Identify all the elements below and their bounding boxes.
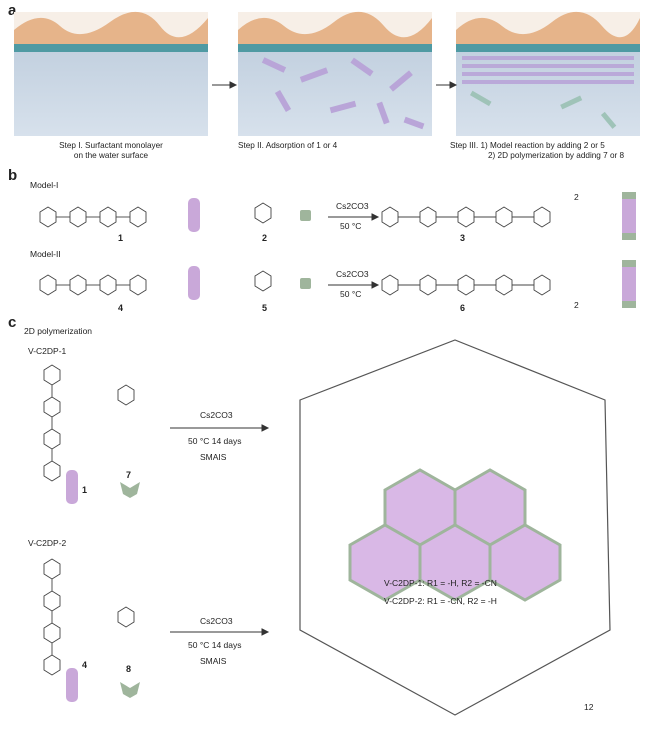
honeycomb-illustration [348,468,562,602]
model1-label: Model-I [30,180,59,190]
monomer-8-ring [117,606,135,628]
v1-definition: V-C2DP-1: R1 = -H, R2 = -CN [384,578,497,588]
reagent-c2: Cs2CO3 [200,616,233,626]
step2-caption: Step II. Adsorption of 1 or 4 [238,141,338,150]
tripod-7 [120,482,140,498]
panel-c-scheme [43,339,611,716]
panel-c-title: 2D polymerization [24,326,93,336]
panel-a-label: a [8,2,17,19]
panel-a-illustration [14,11,640,136]
smais-c1: SMAIS [200,452,227,462]
step1-text: Step I. Surfactant monolayer [59,141,163,150]
step3-caption: Step III. 1) Model reaction by adding 2 … [450,141,646,161]
step1-caption: Step I. Surfactant monolayer on the wate… [14,141,208,161]
v2-definition: V-C2DP-2: R1 = -CN, R2 = -H [384,596,497,606]
reagent-c1: Cs2CO3 [200,410,233,420]
rod-4 [188,266,200,300]
coef-b2: 2 [574,300,579,310]
label-compound-6: 6 [460,303,466,313]
v2-label: V-C2DP-2 [28,538,67,548]
temp-b2: 50 °C [340,289,362,299]
coef-c: 12 [584,702,594,712]
reagent-b2: Cs2CO3 [336,269,369,279]
smais-c2: SMAIS [200,656,227,666]
step3-text: Step III. 1) Model reaction by adding 2 … [450,141,605,150]
panel-c-label: c [8,314,17,331]
rod-c1 [66,470,78,504]
compound-5-ring [254,270,272,292]
step3-text-2: 2) 2D polymerization by adding 7 or 8 [488,151,625,160]
panel-b-scheme [39,192,636,308]
model2-label: Model-II [30,249,61,259]
step3-tile [456,11,640,136]
compound-4-structure [39,274,147,296]
panel-b-label: b [8,167,18,184]
rod-1 [188,198,200,232]
monomer-4-structure [43,558,61,676]
label-compound-4: 4 [118,303,124,313]
label-c-1: 1 [82,485,88,495]
label-c-7: 7 [126,470,132,480]
monomer-1-structure [43,364,61,482]
rod-3 [622,192,636,240]
step1-text-2: on the water surface [73,151,149,160]
rod-6 [622,260,636,308]
step2-tile [238,11,432,136]
compound-3-structure [381,206,551,228]
temp-b1: 50 °C [340,221,362,231]
label-compound-2: 2 [262,233,268,243]
block-5 [300,278,311,289]
label-c-8: 8 [126,664,132,674]
compound-2-ring [254,202,272,224]
v1-label: V-C2DP-1 [28,346,67,356]
cond-c2: 50 °C 14 days [188,640,242,650]
rod-c4 [66,668,78,702]
polymer-hexagon-frame [299,339,611,716]
monomer-7-ring [117,384,135,406]
block-2 [300,210,311,221]
cond-c1: 50 °C 14 days [188,436,242,446]
coef-b1: 2 [574,192,579,202]
label-compound-3: 3 [460,233,466,243]
compound-6-structure [381,274,551,296]
compound-1-structure [39,206,147,228]
label-c-4: 4 [82,660,88,670]
label-compound-1: 1 [118,233,124,243]
reagent-b1: Cs2CO3 [336,201,369,211]
label-compound-5: 5 [262,303,268,313]
step1-tile [14,11,208,136]
tripod-8 [120,682,140,698]
